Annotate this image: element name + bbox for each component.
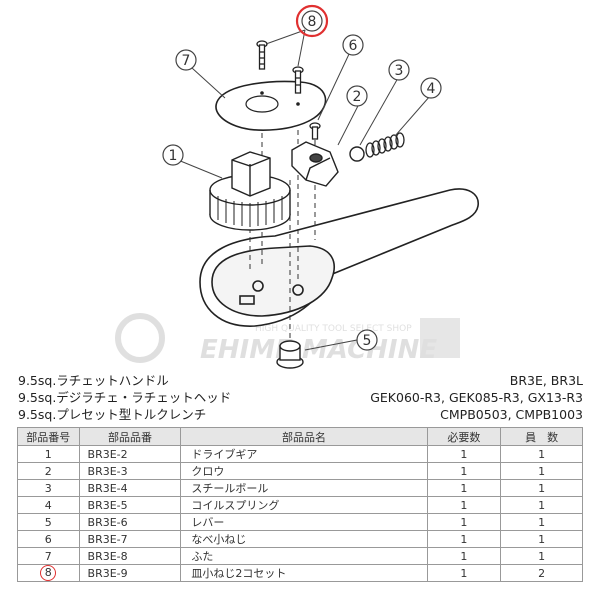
cell-required: 1 [426,564,502,582]
parts-table: 部品番号 部品品番 部品品名 必要数 員 数 1 BR3E-2 ドライブギア 1… [17,427,583,582]
cell-part-number: 6 [17,530,80,548]
cell-quantity: 1 [500,479,583,497]
watermark-brand: EHIME MACHINE [200,335,437,365]
steel-ball [349,146,365,162]
callout-leaders [177,29,431,351]
svg-text:2: 2 [353,89,362,105]
info-product: 9.5sq.プレセット型トルクレンチ [18,407,207,422]
info-product: 9.5sq.ラチェットハンドル [18,373,169,388]
cell-quantity: 1 [500,445,583,463]
callout-5: 5 [356,329,378,351]
cell-part-number: 2 [17,462,80,480]
lever-part [276,340,304,369]
cell-part-number: 3 [17,479,80,497]
cell-part-number: 7 [17,547,80,565]
cell-part-name: クロウ [180,462,428,480]
coil-spring [365,132,405,158]
watermark-tagline: HIGH QUALITY TOOL SELECT SHOP [255,324,412,334]
info-models: BR3E, BR3L [509,373,583,388]
callout-1: 1 [162,144,184,166]
cell-part-name: ふた [180,547,428,565]
cell-part-number: 4 [17,496,80,514]
header-part-number: 部品番号 [17,427,80,446]
callout-4: 4 [420,77,442,99]
info-models: GEK060-R3, GEK085-R3, GX13-R3 [370,390,583,405]
cell-part-number: 5 [17,513,80,531]
cell-part-code: BR3E-2 [78,445,182,463]
info-models: CMPB0503, CMPB1003 [440,407,583,422]
highlight-circle: 8 [40,565,57,581]
table-row: 8 BR3E-9 皿小ねじ2コセット 1 2 [17,564,583,582]
cell-quantity: 1 [500,513,583,531]
table-header-row: 部品番号 部品品番 部品品名 必要数 員 数 [17,427,583,446]
table-row: 1 BR3E-2 ドライブギア 1 1 [17,445,583,463]
cell-part-name: コイルスプリング [180,496,428,514]
callout-7: 7 [175,49,197,71]
info-product: 9.5sq.デジラチェ・ラチェットヘッド [18,390,232,405]
cell-part-code: BR3E-7 [78,530,182,548]
cell-quantity: 2 [500,564,583,582]
cell-part-name: ドライブギア [180,445,428,463]
info-row: 9.5sq.ラチェットハンドル BR3E, BR3L [18,372,583,389]
compatibility-info: 9.5sq.ラチェットハンドル BR3E, BR3L 9.5sq.デジラチェ・ラ… [18,372,583,423]
cell-required: 1 [426,496,502,514]
cell-part-code: BR3E-8 [78,547,182,565]
cell-part-code: BR3E-9 [78,564,182,582]
cell-part-code: BR3E-4 [78,479,182,497]
claw-part [291,141,339,187]
callout-8: 8 [295,4,329,38]
svg-text:5: 5 [363,333,372,349]
callout-2: 2 [346,85,368,107]
callout-6: 6 [342,34,364,56]
cell-required: 1 [426,547,502,565]
header-part-name: 部品品名 [180,427,428,446]
cell-quantity: 1 [500,496,583,514]
callout-3: 3 [388,59,410,81]
cell-required: 1 [426,530,502,548]
table-row: 6 BR3E-7 なべ小ねじ 1 1 [17,530,583,548]
svg-text:4: 4 [427,81,436,97]
cell-quantity: 1 [500,462,583,480]
svg-text:8: 8 [308,14,317,30]
cell-part-name: なべ小ねじ [180,530,428,548]
svg-text:3: 3 [395,63,404,79]
cell-part-code: BR3E-3 [78,462,182,480]
svg-text:7: 7 [182,53,191,69]
cell-part-number: 1 [17,445,80,463]
cell-part-number-highlighted: 8 [17,564,80,582]
cell-part-name: レバー [180,513,428,531]
svg-text:1: 1 [169,148,178,164]
watermark: HIGH QUALITY TOOL SELECT SHOP EHIME MACH… [115,313,460,365]
cell-part-name: 皿小ねじ2コセット [180,564,428,582]
cell-required: 1 [426,513,502,531]
cell-part-code: BR3E-5 [78,496,182,514]
cell-required: 1 [426,445,502,463]
cell-part-code: BR3E-6 [78,513,182,531]
header-quantity: 員 数 [500,427,583,446]
table-row: 4 BR3E-5 コイルスプリング 1 1 [17,496,583,514]
cell-part-name: スチールボール [180,479,428,497]
cell-required: 1 [426,479,502,497]
header-required: 必要数 [426,427,502,446]
drive-gear [209,151,291,231]
cell-quantity: 1 [500,530,583,548]
table-row: 7 BR3E-8 ふた 1 1 [17,547,583,565]
cell-required: 1 [426,462,502,480]
table-row: 3 BR3E-4 スチールボール 1 1 [17,479,583,497]
exploded-parts-diagram: HIGH QUALITY TOOL SELECT SHOP EHIME MACH… [115,4,479,369]
cover-plate [215,80,327,131]
cell-quantity: 1 [500,547,583,565]
svg-text:6: 6 [349,38,358,54]
flat-head-screws [256,40,304,94]
header-part-code: 部品品番 [78,427,182,446]
table-row: 2 BR3E-3 クロウ 1 1 [17,462,583,480]
table-row: 5 BR3E-6 レバー 1 1 [17,513,583,531]
wrench-body [199,188,479,327]
info-row: 9.5sq.デジラチェ・ラチェットヘッド GEK060-R3, GEK085-R… [18,389,583,406]
info-row: 9.5sq.プレセット型トルクレンチ CMPB0503, CMPB1003 [18,406,583,423]
pan-head-screw [309,122,321,140]
